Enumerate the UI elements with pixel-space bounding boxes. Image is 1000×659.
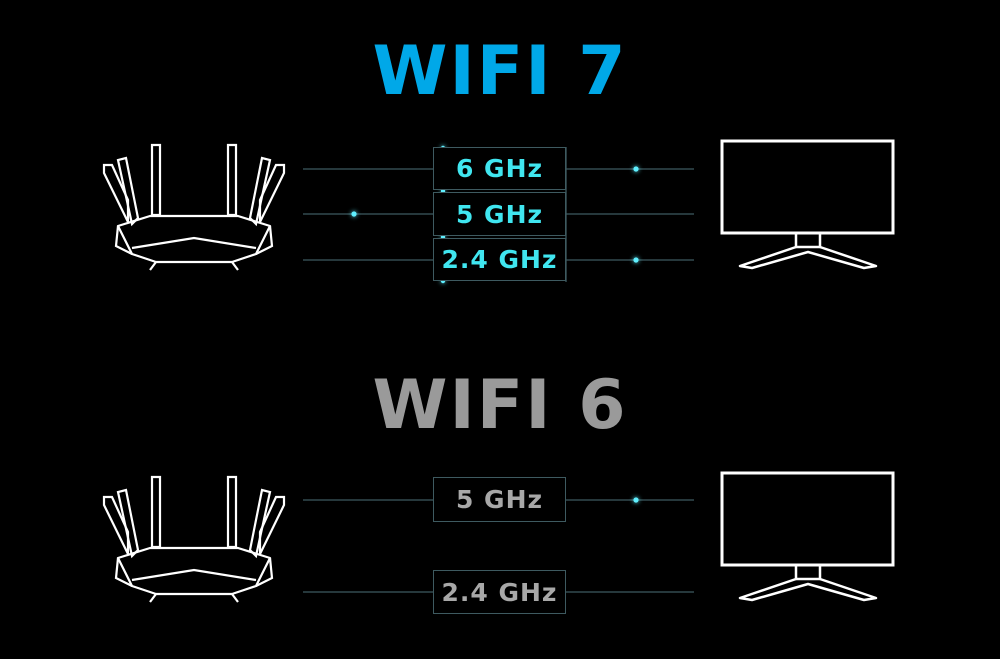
wifi6-title: WIFI 6	[372, 366, 628, 445]
wifi7-title: WIFI 7	[372, 32, 628, 111]
router-icon	[102, 475, 286, 604]
monitor-icon	[720, 471, 895, 602]
wifi7-band-5ghz: 5 GHz	[433, 192, 566, 236]
wifi6-signal-dots	[633, 497, 639, 503]
router-icon	[102, 143, 286, 272]
wifi7-band-2-4ghz: 2.4 GHz	[433, 238, 566, 281]
monitor-icon	[720, 139, 895, 270]
wifi7-band-6ghz: 6 GHz	[433, 147, 566, 190]
wifi6-band-2-4ghz: 2.4 GHz	[433, 570, 566, 614]
wifi6-band-5ghz: 5 GHz	[433, 477, 566, 522]
